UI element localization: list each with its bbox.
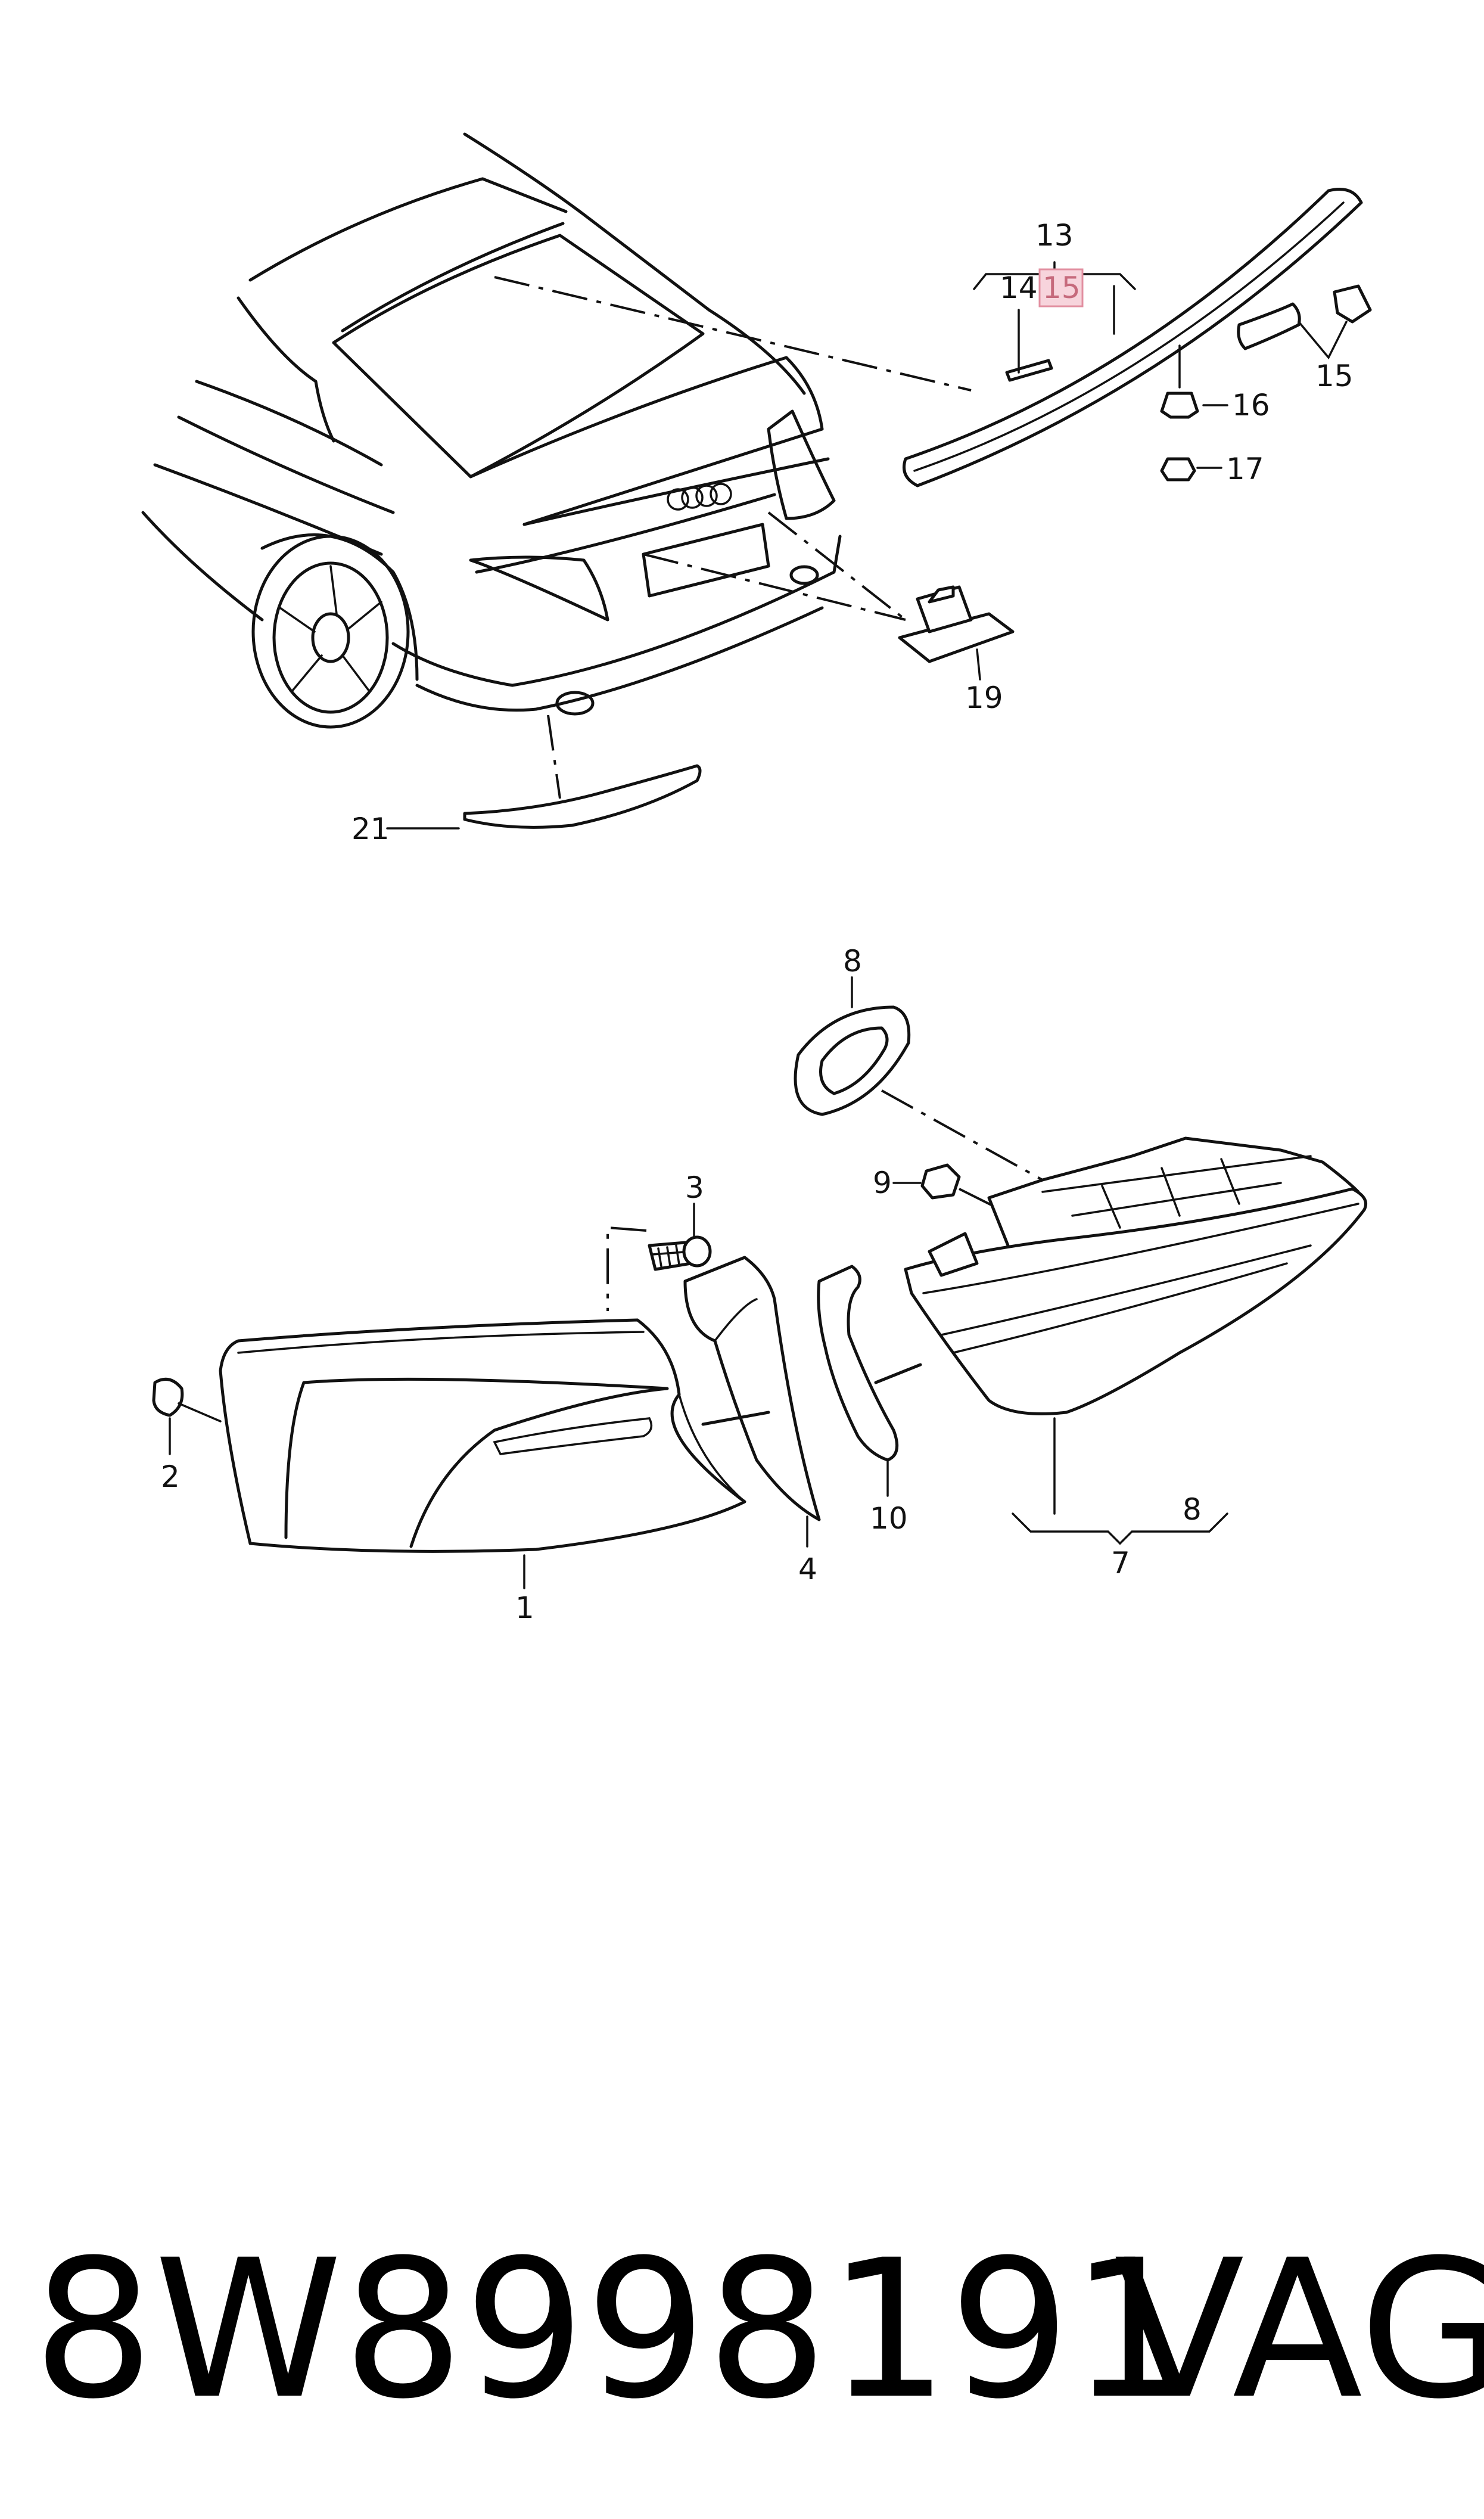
- brand-name: VAG: [1114, 2219, 1484, 2441]
- callout-8-bottom: 8: [1183, 1492, 1202, 1527]
- highlighted-callout-box: [1038, 268, 1084, 308]
- brand-rings-logo: [667, 483, 732, 511]
- footer-caption: 8W8998191 VAG: [0, 2205, 1484, 2455]
- callout-2: 2: [161, 1459, 180, 1494]
- nut-part: [1160, 457, 1196, 482]
- callout-14: 14: [1000, 271, 1038, 305]
- leader-plate-light-a: [643, 553, 906, 621]
- leader-spoiler: [494, 276, 972, 392]
- trim-cover-part: [683, 1256, 821, 1521]
- bumper-trim-strip-part: [463, 764, 702, 829]
- screw-part: [648, 1235, 712, 1271]
- callout-4: 4: [798, 1552, 817, 1586]
- push-clip-part: [1333, 284, 1372, 324]
- callout-15-highlight: 15: [1043, 271, 1081, 305]
- license-plate-light-part: [898, 585, 1015, 663]
- bracket-7: [1012, 1512, 1228, 1545]
- callout-13: 13: [1035, 218, 1074, 253]
- gasket-part: [794, 1005, 911, 1116]
- leader-gasket: [881, 1089, 1043, 1181]
- callout-10: 10: [870, 1501, 908, 1536]
- bracket-part: [817, 1265, 899, 1462]
- clip-part: [1160, 392, 1199, 419]
- callout-1: 1: [515, 1591, 534, 1625]
- part-number: 8W8998191: [33, 2219, 1192, 2441]
- callout-3: 3: [685, 1170, 704, 1205]
- leader-screw: [606, 1226, 647, 1311]
- callout-7: 7: [1111, 1546, 1130, 1580]
- car-rear-illustration: [141, 132, 842, 729]
- callout-9: 9: [873, 1166, 892, 1200]
- leader-nut: [959, 1188, 1007, 1214]
- inner-tail-lamp-part: [904, 1136, 1367, 1415]
- callout-17: 17: [1226, 452, 1264, 486]
- callout-21: 21: [351, 812, 390, 846]
- spoiler-strip-part: [903, 188, 1363, 487]
- callout-8-top: 8: [843, 944, 862, 979]
- leader-trim-strip: [547, 715, 561, 799]
- callout-16: 16: [1232, 388, 1270, 423]
- callout-19: 19: [965, 681, 1003, 715]
- callout-15-right: 15: [1315, 359, 1354, 393]
- outer-tail-lamp-part: [219, 1318, 746, 1553]
- clip-nut-part: [152, 1377, 184, 1417]
- seal-part: [1237, 302, 1301, 350]
- hex-nut-part: [920, 1163, 961, 1200]
- leader-plate-light-b: [767, 511, 907, 621]
